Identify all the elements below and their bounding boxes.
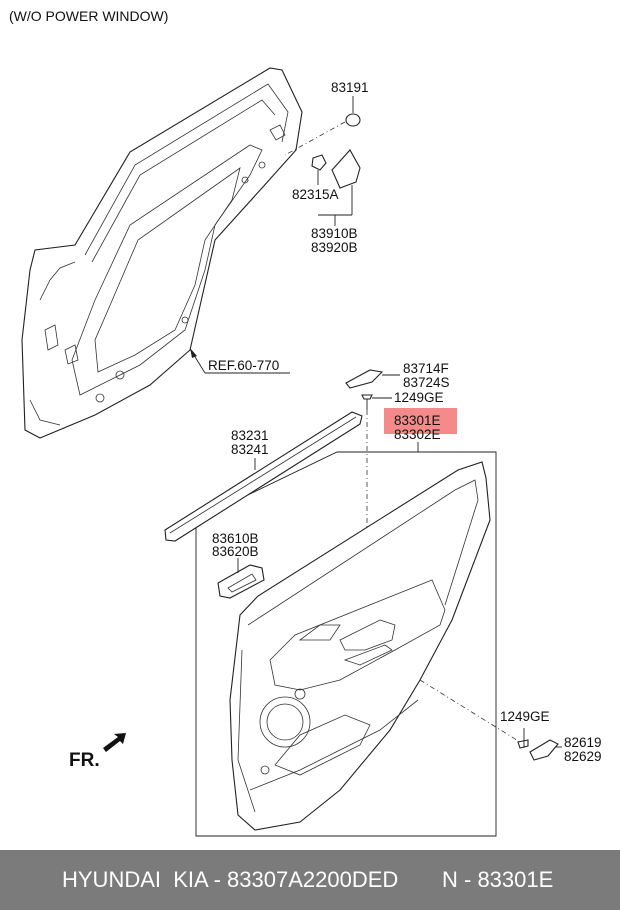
label-1249ge-top: 1249GE <box>394 390 444 405</box>
parts-diagram: (W/O POWER WINDOW) 83191 82315A 83910B <box>9 8 602 837</box>
label-82629: 82629 <box>564 749 602 764</box>
label-ref: REF.60-770 <box>208 358 279 373</box>
screw-1249ge-top: 1249GE <box>361 390 444 410</box>
screw-1249ge-bottom: 1249GE <box>500 709 550 749</box>
part-82619-cover: 82619 82629 <box>529 735 602 764</box>
part-83714f: 83714F 83724S <box>345 361 450 390</box>
label-fr: FR. <box>69 750 100 771</box>
label-83191: 83191 <box>331 80 369 95</box>
label-83620b: 83620B <box>212 544 259 559</box>
reference-60-770: REF.60-770 <box>190 348 290 374</box>
footer-bar: HYUNDAI KIA - 83307A2200DED N - 83301E <box>0 850 620 910</box>
part-83610b-handle: 83610B 83620B <box>212 531 265 599</box>
label-83301e: 83301E <box>394 413 441 428</box>
diagram-title: (W/O POWER WINDOW) <box>9 8 168 24</box>
footer-reference-number: N - 83301E <box>442 867 554 892</box>
label-83610b: 83610B <box>212 531 259 546</box>
label-83302e: 83302E <box>394 427 441 442</box>
label-83920b: 83920B <box>311 240 358 255</box>
label-82619: 82619 <box>564 735 602 750</box>
label-83714f: 83714F <box>403 361 449 376</box>
label-83724s: 83724S <box>403 375 450 390</box>
label-83231: 83231 <box>231 428 269 443</box>
label-1249ge-bottom: 1249GE <box>500 709 550 724</box>
part-83231-weatherstrip: 83231 83241 <box>164 411 363 542</box>
label-83910b: 83910B <box>311 226 358 241</box>
front-direction-arrow: FR. <box>69 733 126 771</box>
highlight-83301e <box>384 408 457 434</box>
door-frame <box>21 67 303 439</box>
part-83301e-door-trim <box>229 461 491 831</box>
label-82315a: 82315A <box>292 187 339 202</box>
label-83241: 83241 <box>231 442 269 457</box>
part-82315a: 82315A <box>292 154 339 202</box>
footer-brand-part-number: HYUNDAI KIA - 83307A2200DED <box>62 867 399 892</box>
part-83191: 83191 <box>331 80 369 127</box>
part-83910b <box>331 149 361 215</box>
